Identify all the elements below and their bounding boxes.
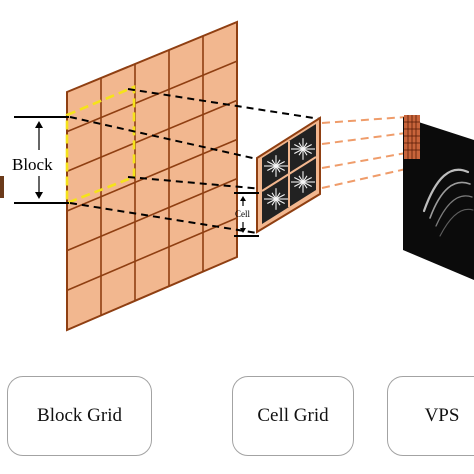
vps-panel (403, 115, 474, 280)
block-grid-box-label: Block Grid (37, 405, 122, 426)
block-grid-hline (66, 217, 238, 292)
hog-star-2 (291, 138, 315, 160)
cell-dimension-marker (234, 192, 259, 237)
block-grid-hline (66, 60, 238, 133)
vps-box-label: VPS (424, 405, 460, 426)
hog-star-1 (264, 155, 288, 177)
vps-grid-patch-lines (404, 115, 420, 159)
cell-label: Cell (235, 209, 250, 219)
cell-grid-box: Cell Grid (232, 376, 354, 456)
block-grid-box: Block Grid (7, 376, 152, 456)
block-grid-hline (66, 177, 238, 252)
vps-box: VPS (387, 376, 474, 456)
block-label: Block (12, 155, 53, 174)
cell-grid-box-label: Cell Grid (257, 405, 329, 426)
hog-star-3 (264, 188, 288, 210)
block-grid-hline (66, 138, 238, 212)
cell-to-vps-projection (321, 116, 407, 189)
vps-signal-curve (422, 168, 474, 237)
hog-star-4 (291, 171, 315, 193)
left-edge-stub (0, 176, 4, 198)
cell-grid-panel (256, 116, 321, 234)
block-dimension-marker (14, 116, 69, 204)
block-grid-panel (65, 20, 238, 332)
cell-hog-stars (264, 138, 315, 210)
